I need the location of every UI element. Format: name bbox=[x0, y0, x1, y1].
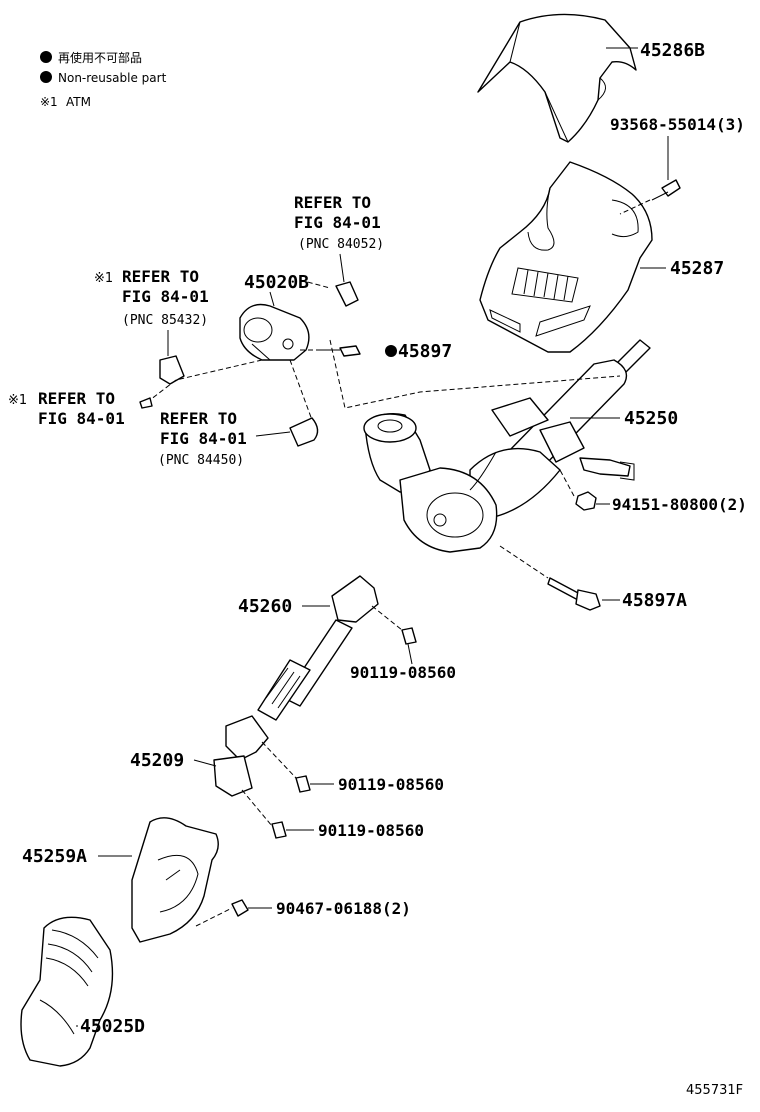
bolt-45897A-part bbox=[547, 577, 601, 611]
ref-a-pnc: (PNC 84052) bbox=[298, 237, 384, 252]
label-45897: 45897 bbox=[398, 341, 452, 362]
bolt-90119-c-part bbox=[271, 821, 287, 839]
legend-non-reusable-en: Non-reusable part bbox=[58, 71, 167, 85]
ref-a-line1: REFER TO bbox=[294, 193, 371, 212]
ref-c-mark: ※1 bbox=[8, 393, 27, 408]
label-90119-08560-a: 90119-08560 bbox=[350, 663, 456, 682]
bolt-45897-part bbox=[320, 345, 361, 357]
legend: 再使用不可部品 Non-reusable part ※1 ATM bbox=[40, 50, 167, 109]
non-reusable-dot-icon bbox=[385, 345, 397, 357]
reference-callout-b: ※1 REFER TO FIG 84-01 (PNC 85432) bbox=[94, 267, 209, 328]
ref-d-line2: FIG 84-01 bbox=[160, 429, 247, 448]
non-reusable-dot-icon bbox=[40, 71, 52, 83]
reference-part-85432 bbox=[159, 355, 185, 385]
label-45287: 45287 bbox=[670, 258, 724, 279]
reference-screw bbox=[139, 397, 153, 409]
ignition-key-cylinder-part bbox=[239, 303, 310, 361]
ref-d-line1: REFER TO bbox=[160, 409, 237, 428]
ref-c-line1: REFER TO bbox=[38, 389, 115, 408]
bolt-90467-part bbox=[231, 899, 249, 917]
nut-94151-part bbox=[575, 491, 597, 511]
column-hole-boot-part bbox=[20, 916, 114, 1067]
hole-cover-part bbox=[131, 817, 219, 943]
label-93568-55014: 93568-55014(3) bbox=[610, 115, 745, 134]
non-reusable-dot-icon bbox=[40, 51, 52, 63]
universal-joint-part bbox=[213, 715, 269, 797]
label-45025D: 45025D bbox=[80, 1016, 145, 1037]
label-45260: 45260 bbox=[238, 596, 292, 617]
lower-column-cover-part bbox=[479, 161, 653, 353]
bolt-90119-a-part bbox=[401, 627, 417, 645]
reference-part-84052 bbox=[335, 281, 359, 307]
label-45259A: 45259A bbox=[22, 846, 87, 867]
label-45897A: 45897A bbox=[622, 590, 687, 611]
screw-93568-part bbox=[651, 179, 681, 201]
ref-b-line2: FIG 84-01 bbox=[122, 287, 209, 306]
ref-a-line2: FIG 84-01 bbox=[294, 213, 381, 232]
reference-part-84450 bbox=[289, 417, 319, 447]
assembly-dashed-lines bbox=[149, 199, 651, 927]
label-45209: 45209 bbox=[130, 750, 184, 771]
intermediate-shaft-part bbox=[257, 575, 379, 721]
ref-d-pnc: (PNC 84450) bbox=[158, 453, 244, 468]
ref-b-pnc: (PNC 85432) bbox=[122, 313, 208, 328]
ref-b-mark: ※1 bbox=[94, 271, 113, 286]
legend-note-symbol: ※1 bbox=[40, 95, 58, 109]
label-90119-08560-c: 90119-08560 bbox=[318, 821, 424, 840]
legend-note-text: ATM bbox=[66, 95, 91, 109]
reference-callout-a: REFER TO FIG 84-01 (PNC 84052) bbox=[294, 193, 384, 252]
ref-b-line1: REFER TO bbox=[122, 267, 199, 286]
label-94151-80800: 94151-80800(2) bbox=[612, 495, 747, 514]
label-45250: 45250 bbox=[624, 408, 678, 429]
steering-column-assembly-part bbox=[363, 339, 651, 553]
label-90119-08560-b: 90119-08560 bbox=[338, 775, 444, 794]
figure-number: 455731F bbox=[686, 1083, 743, 1098]
reference-callout-d: REFER TO FIG 84-01 (PNC 84450) bbox=[158, 409, 247, 468]
legend-non-reusable-jp: 再使用不可部品 bbox=[58, 50, 142, 65]
bolt-90119-b-part bbox=[295, 775, 311, 793]
upper-column-cover-part bbox=[477, 13, 637, 143]
label-45020B: 45020B bbox=[244, 272, 309, 293]
ref-c-line2: FIG 84-01 bbox=[38, 409, 125, 428]
leader-lines bbox=[76, 47, 669, 1027]
label-90467-06188: 90467-06188(2) bbox=[276, 899, 411, 918]
label-45286B: 45286B bbox=[640, 40, 705, 61]
reference-callout-c: ※1 REFER TO FIG 84-01 bbox=[8, 389, 125, 428]
